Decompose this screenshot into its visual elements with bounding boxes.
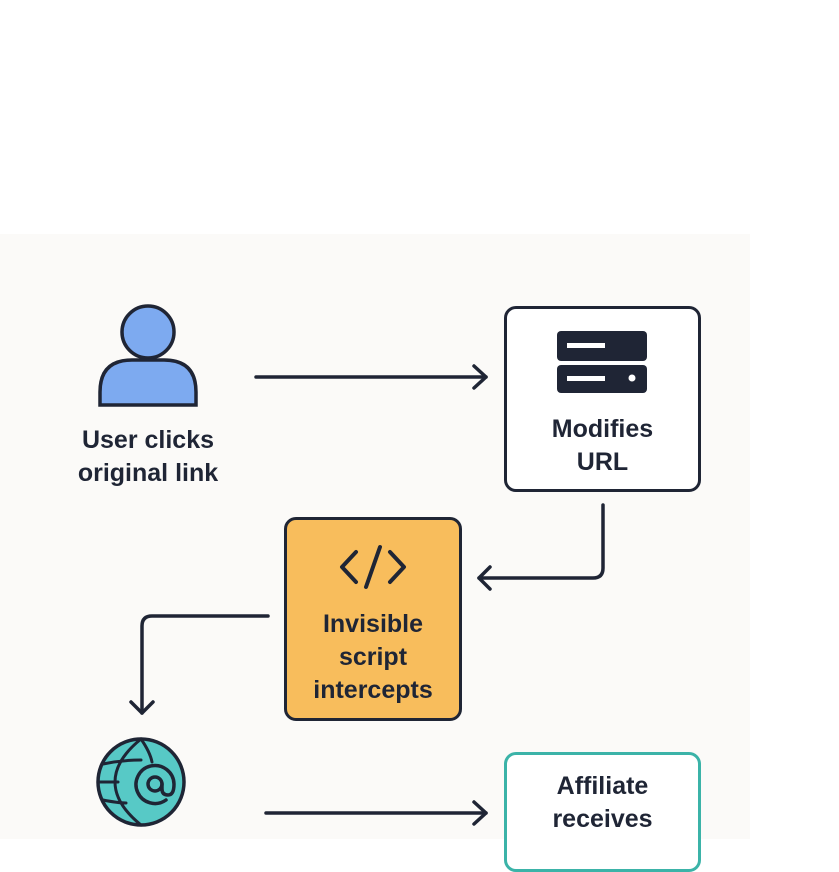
globe-at-icon (96, 737, 186, 827)
server-label: Modifies URL (504, 413, 701, 479)
server-label-line-2: URL (576, 448, 629, 476)
user-icon (98, 304, 198, 407)
connectors (129, 364, 605, 826)
code-icon (340, 545, 406, 589)
arrow-script-to-web (129, 614, 270, 715)
affiliate-label-line-1: Affiliate (556, 772, 649, 800)
affiliate-label-line-2: receives (552, 805, 653, 833)
user-label-line-1: User clicks (81, 426, 215, 454)
arrow-user-to-server (254, 364, 488, 390)
script-label: Invisible script intercepts (284, 608, 462, 707)
user-label: User clicks original link (48, 424, 248, 490)
script-label-line-1: Invisible (322, 610, 424, 638)
arrow-web-to-affiliate (264, 800, 488, 826)
arrow-server-to-script (477, 503, 605, 591)
server-node (504, 306, 701, 492)
script-label-line-2: script (338, 643, 408, 671)
script-node (284, 517, 462, 721)
server-icon (557, 331, 647, 393)
user-label-line-2: original link (77, 459, 219, 487)
affiliate-label: Affiliate receives (504, 770, 701, 836)
server-label-line-1: Modifies (551, 415, 654, 443)
script-label-line-3: intercepts (313, 676, 433, 704)
